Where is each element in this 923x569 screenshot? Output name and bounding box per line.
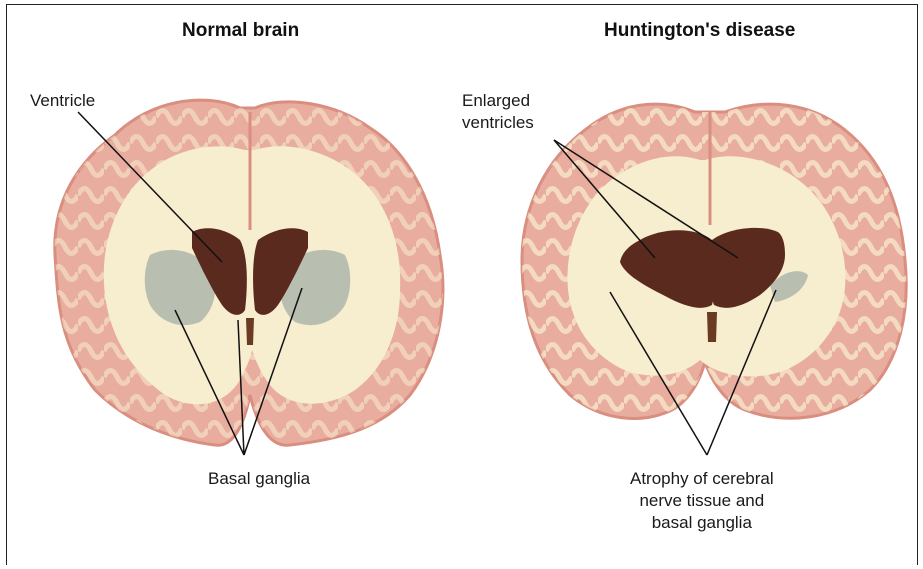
enlarged-ventricles-label: Enlarged ventricles — [462, 90, 534, 134]
normal-third-ventricle — [246, 318, 254, 345]
normal-brain-title: Normal brain — [182, 20, 299, 42]
ventricle-label: Ventricle — [30, 90, 95, 112]
basal-ganglia-label: Basal ganglia — [208, 468, 310, 490]
hd-third-ventricle — [707, 312, 717, 342]
huntingtons-brain — [522, 104, 906, 418]
normal-brain — [55, 100, 443, 445]
atrophy-label: Atrophy of cerebral nerve tissue and bas… — [630, 468, 774, 534]
huntingtons-disease-title: Huntington's disease — [604, 20, 795, 42]
